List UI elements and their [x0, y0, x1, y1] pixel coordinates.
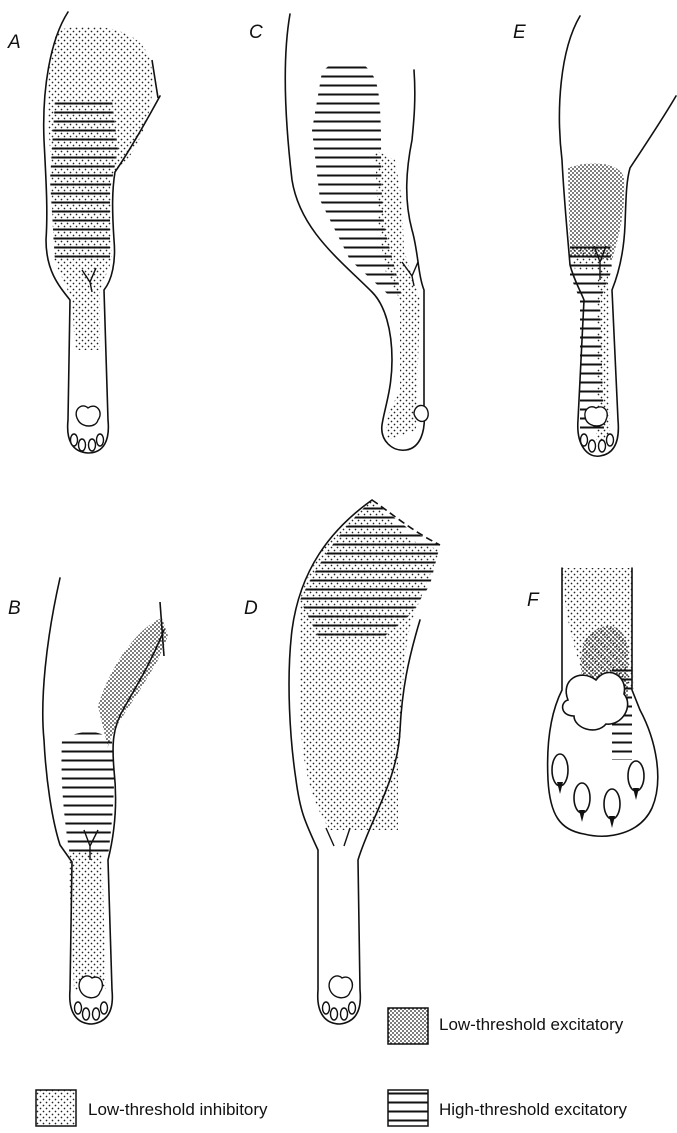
legend-high-threshold-excitatory: High-threshold excitatory — [388, 1090, 628, 1126]
legend-swatch-low-threshold-inhibitory — [36, 1090, 76, 1126]
panel-f-claws-icon — [557, 782, 639, 828]
legend-label-high-threshold-excitatory: High-threshold excitatory — [439, 1100, 628, 1119]
panel-label-a: A — [7, 32, 21, 53]
panel-b: B — [8, 578, 168, 1024]
panel-label-e: E — [513, 22, 526, 43]
panel-label-c: C — [249, 22, 263, 43]
panel-b-low-threshold-excitatory-area — [98, 618, 168, 748]
legend-label-low-threshold-excitatory: Low-threshold excitatory — [439, 1015, 624, 1034]
panel-b-high-threshold-excitatory-area — [61, 732, 114, 856]
legend-swatch-low-threshold-excitatory — [388, 1008, 428, 1044]
legend-low-threshold-excitatory: Low-threshold excitatory — [388, 1008, 624, 1044]
panel-b-paw-pads-icon — [75, 976, 108, 1020]
panel-e: E — [513, 16, 676, 456]
legend-swatch-high-threshold-excitatory — [388, 1090, 428, 1126]
legend-low-threshold-inhibitory: Low-threshold inhibitory — [36, 1090, 268, 1126]
panel-a-back-line — [152, 60, 158, 98]
panel-a: A — [7, 12, 160, 453]
panel-f: F — [527, 568, 658, 836]
panel-label-d: D — [244, 598, 258, 619]
panel-d-joint-mark — [326, 828, 350, 846]
panel-c: C — [249, 14, 428, 450]
legend-label-low-threshold-inhibitory: Low-threshold inhibitory — [88, 1100, 268, 1119]
panel-a-paw-pads-icon — [71, 406, 104, 451]
panel-b-low-threshold-inhibitory-area — [68, 850, 106, 990]
legend: Low-threshold excitatory Low-threshold i… — [36, 1008, 628, 1126]
panel-label-b: B — [8, 598, 21, 619]
panel-c-paw-icon — [414, 405, 428, 421]
panel-a-high-threshold-excitatory-area — [50, 100, 118, 262]
panel-label-f: F — [527, 590, 540, 611]
panel-d-high-threshold-excitatory-area — [300, 500, 440, 640]
panel-d: D — [244, 500, 440, 1024]
panel-d-paw-pads-icon — [323, 976, 356, 1020]
